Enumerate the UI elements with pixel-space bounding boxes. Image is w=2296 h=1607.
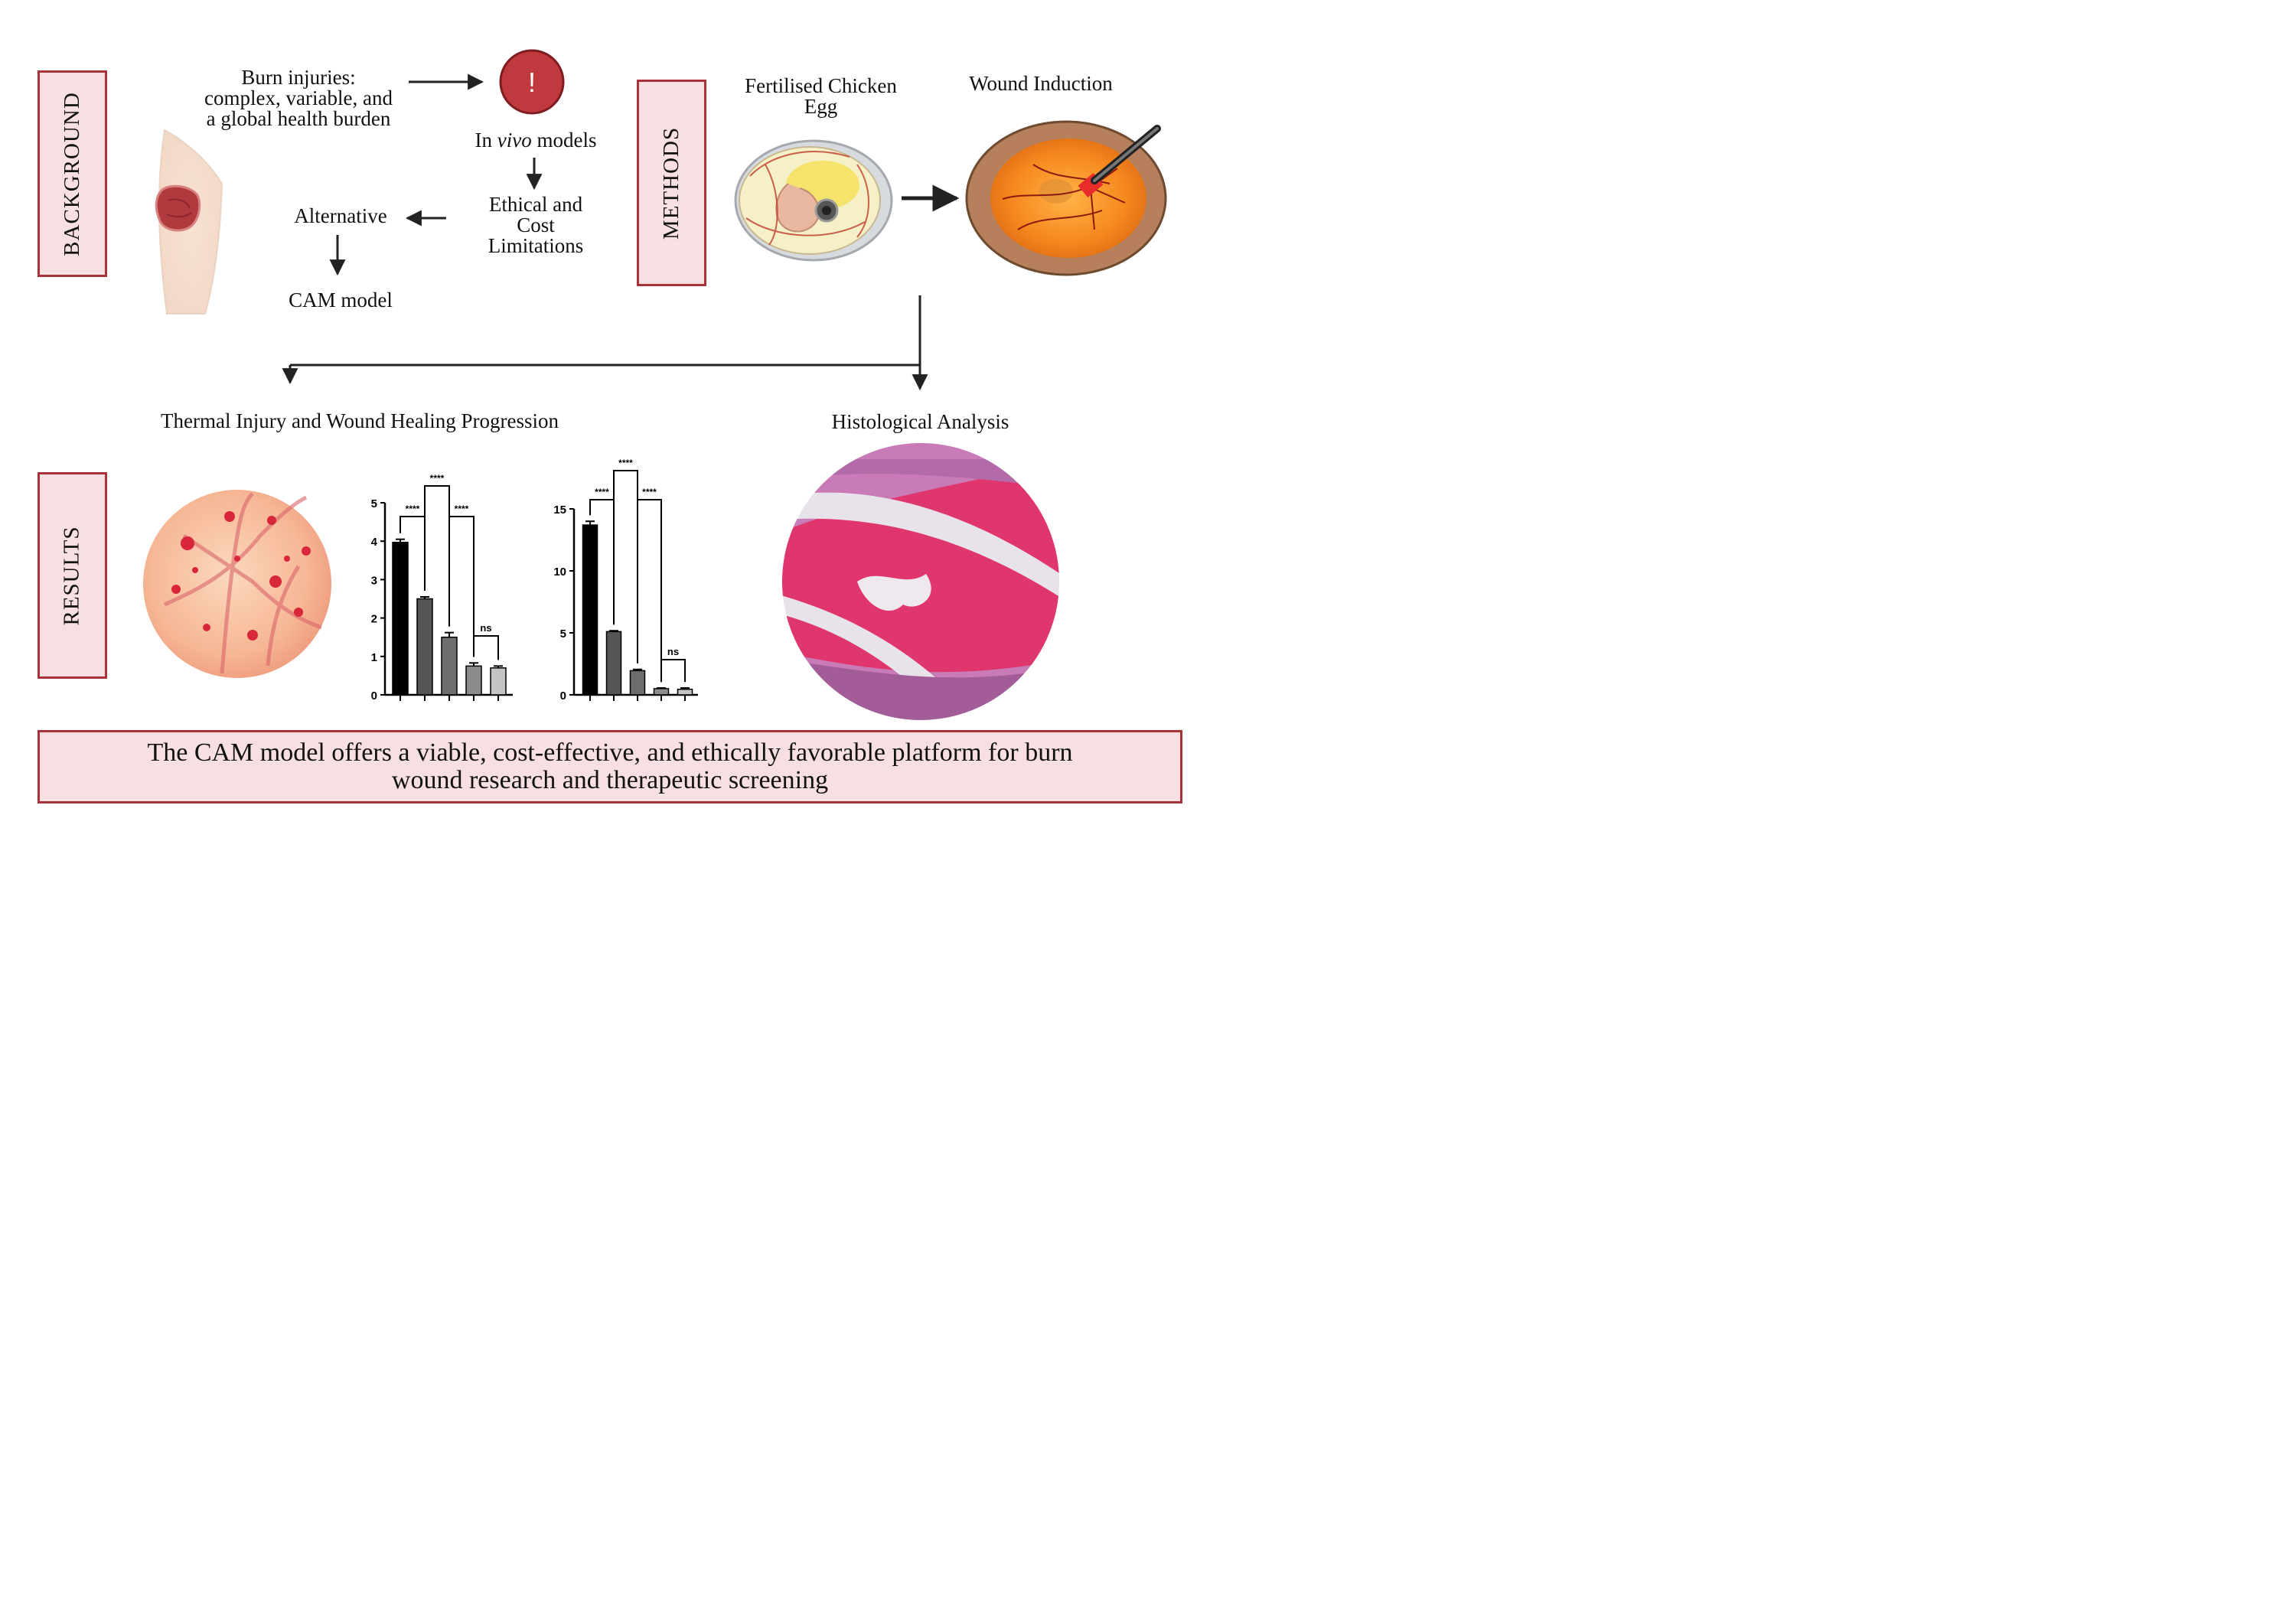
invivo-italic: vivo	[497, 129, 532, 152]
chart2-significance-bracket	[637, 499, 662, 683]
burn-line-1: Burn injuries:	[241, 66, 356, 89]
chart2-significance-label: ns	[667, 646, 679, 657]
alternative-text: Alternative	[294, 204, 387, 227]
bar-chart-2: 0 5 10 15 **** **** **** ns	[553, 458, 698, 702]
invivo-prefix: In	[475, 129, 497, 152]
chart1-significance-label: ns	[480, 622, 491, 634]
egg-embryo-illustration	[734, 139, 893, 262]
histology-image	[781, 442, 1060, 721]
chart1-significance-bracket	[448, 516, 475, 657]
methods-label: METHODS	[637, 80, 706, 286]
chart1-significance-bracket	[473, 635, 499, 660]
burn-line-2: complex, variable, and	[204, 86, 393, 109]
chart2-bar-5	[677, 688, 693, 696]
egg-line-1: Fertilised Chicken	[745, 74, 897, 97]
chart1-bar-4	[465, 665, 482, 696]
chart2-bar-1	[582, 524, 598, 696]
wound-induction-illustration	[965, 120, 1167, 276]
ethical-cost-text: Ethical and Cost Limitations	[459, 194, 612, 256]
chart1-bar-5	[490, 667, 507, 696]
chart2-y-tick-label: 15	[553, 504, 566, 517]
cam-dish-photo	[143, 490, 331, 678]
chart2-significance-label: ****	[595, 487, 609, 497]
fertilised-egg-text: Fertilised Chicken Egg	[727, 76, 915, 117]
ethical-line-1: Ethical and	[488, 193, 583, 216]
chart1-significance-label: ****	[455, 504, 469, 514]
egg-line-2: Egg	[804, 95, 838, 118]
burn-line-3: a global health burden	[206, 107, 391, 130]
chart1-y-tick-label: 3	[371, 574, 377, 587]
chart1-significance-label: ****	[430, 473, 445, 484]
histological-title: Histological Analysis	[831, 410, 1009, 433]
chart2-significance-label: ****	[642, 487, 657, 497]
chart2-y-tick-label: 0	[560, 689, 566, 702]
conclusion-line-1: The CAM model offers a viable, cost-effe…	[147, 738, 1073, 768]
conclusion-banner: The CAM model offers a viable, cost-effe…	[38, 730, 1182, 804]
chart2-bar-3	[629, 670, 646, 696]
chart2-bar-4	[653, 688, 670, 696]
chart2-y-tick-label: 5	[560, 627, 566, 641]
background-label: BACKGROUND	[38, 70, 107, 277]
arm-burn-illustration	[155, 129, 223, 315]
cam-model-text: CAM model	[289, 288, 393, 311]
wound-induction-text: Wound Induction	[969, 72, 1113, 95]
diagram-graphics: !	[143, 49, 1167, 722]
chart1-y-tick-label: 0	[371, 689, 377, 702]
warning-symbol: !	[528, 67, 536, 98]
ethical-line-2: Cost	[517, 214, 555, 236]
chart1-bar-1	[392, 541, 409, 696]
thermal-injury-title: Thermal Injury and Wound Healing Progres…	[161, 409, 559, 432]
chart2-significance-bracket	[660, 659, 686, 683]
histology-frame	[781, 442, 1061, 722]
invivo-suffix: models	[531, 129, 597, 152]
chart1-significance-label: ****	[406, 504, 420, 514]
results-label: RESULTS	[38, 472, 107, 679]
chart1-bar-2	[416, 598, 433, 696]
chart1-y-tick-label: 2	[371, 613, 377, 626]
bar-chart-1: 0 1 2 3 4 5 **** **** **** ns	[371, 473, 513, 702]
chart2-significance-label: ****	[618, 458, 633, 468]
burn-injuries-text: Burn injuries: complex, variable, and a …	[184, 67, 413, 129]
ethical-line-3: Limitations	[488, 234, 584, 257]
chart1-y-tick-label: 5	[371, 497, 377, 510]
chart1-y-tick-label: 1	[371, 651, 377, 664]
chart2-y-tick-label: 10	[553, 566, 566, 579]
conclusion-line-2: wound research and therapeutic screening	[391, 766, 829, 794]
warning-icon	[499, 49, 565, 115]
chart1-bar-3	[441, 636, 458, 696]
chart2-bar-2	[605, 631, 622, 696]
chart1-y-tick-label: 4	[371, 536, 378, 549]
invivo-models-text: In vivo models	[452, 130, 620, 151]
